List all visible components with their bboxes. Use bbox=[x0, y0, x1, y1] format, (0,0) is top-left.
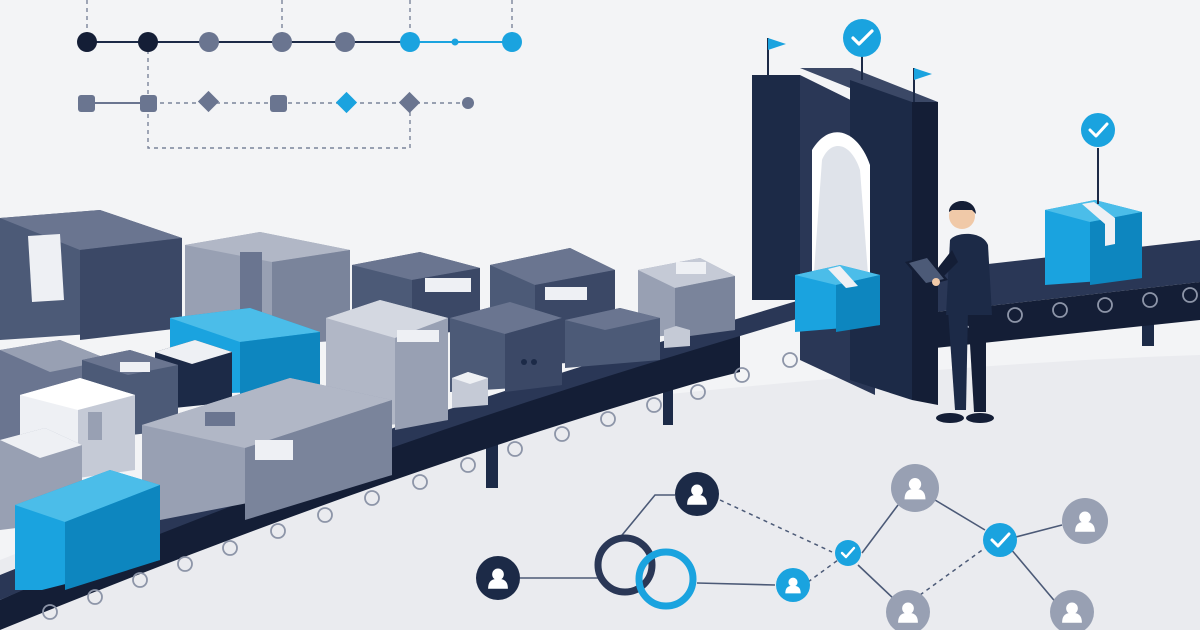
worker bbox=[905, 201, 994, 423]
flag-icon bbox=[767, 38, 786, 75]
user-icon bbox=[476, 556, 520, 600]
user-icon bbox=[776, 568, 810, 602]
user-icon bbox=[891, 464, 939, 512]
timeline-node bbox=[400, 32, 420, 52]
timeline-diamond-node bbox=[197, 90, 220, 113]
link-ring bbox=[594, 534, 656, 596]
box bbox=[450, 302, 562, 392]
box bbox=[0, 210, 182, 340]
timeline-square-node bbox=[270, 95, 287, 112]
box bbox=[452, 372, 488, 408]
box bbox=[664, 326, 690, 348]
link-ring bbox=[635, 548, 697, 610]
user-icon bbox=[675, 472, 719, 516]
ground bbox=[0, 355, 1200, 630]
box bbox=[638, 258, 735, 338]
timeline-node bbox=[138, 32, 158, 52]
user-icon bbox=[1050, 590, 1094, 630]
timeline-node bbox=[272, 32, 292, 52]
timeline-square-node bbox=[78, 95, 95, 112]
checkmark-icon bbox=[1081, 113, 1115, 147]
timeline-node bbox=[199, 32, 219, 52]
box bbox=[565, 308, 660, 368]
box bbox=[142, 378, 392, 520]
checkmark-icon bbox=[983, 523, 1017, 557]
approved-box bbox=[1045, 113, 1142, 285]
timeline-node bbox=[502, 32, 522, 52]
timeline-square-node bbox=[140, 95, 157, 112]
box-pile bbox=[0, 210, 735, 590]
timeline-node bbox=[451, 38, 459, 46]
box bbox=[20, 378, 135, 478]
user-network bbox=[476, 464, 1108, 630]
checkmark-icon bbox=[835, 540, 861, 566]
timeline-node bbox=[462, 97, 474, 109]
user-icon bbox=[886, 590, 930, 630]
box bbox=[15, 470, 160, 590]
user-icon bbox=[1062, 498, 1108, 544]
scanned-box bbox=[795, 265, 880, 332]
timeline-node bbox=[77, 32, 97, 52]
flag-icon bbox=[913, 68, 932, 102]
timeline-node bbox=[335, 32, 355, 52]
checkmark-icon bbox=[843, 19, 881, 57]
